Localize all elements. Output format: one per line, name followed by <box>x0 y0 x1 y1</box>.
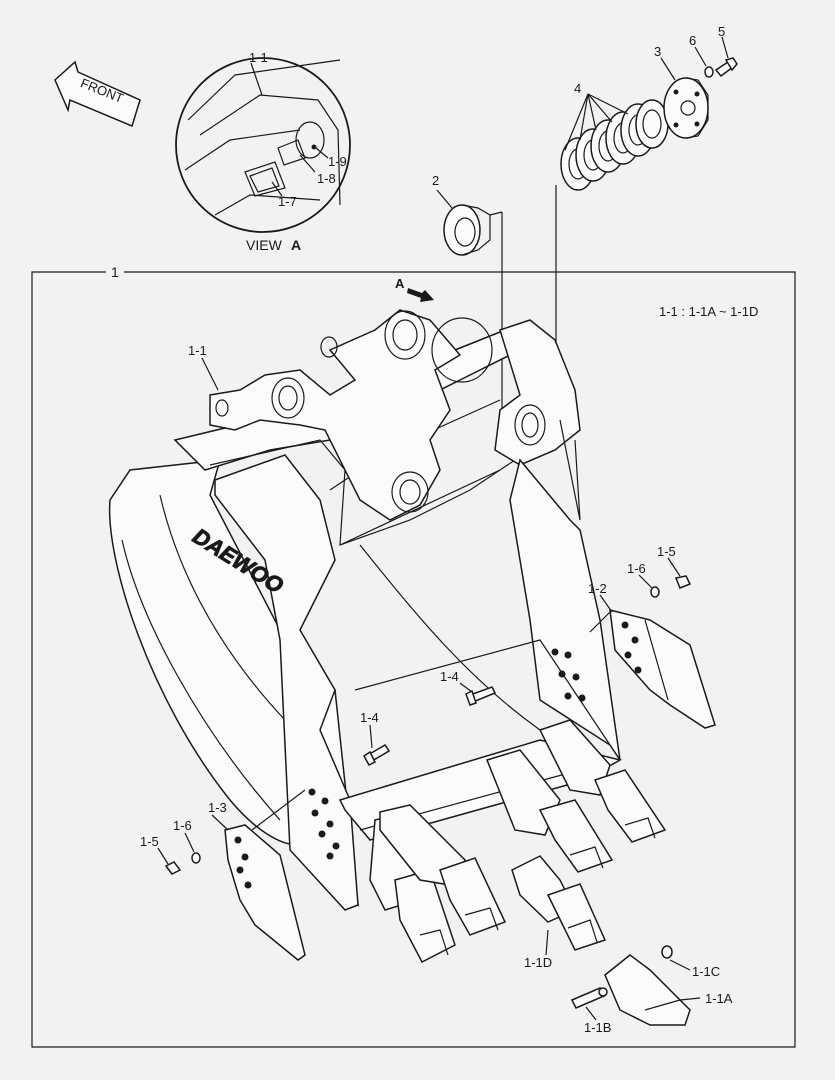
label-1-2-right: 1-2 <box>588 581 607 596</box>
bolt-1-4-left <box>363 724 391 766</box>
side-cutter-left <box>224 824 306 961</box>
part-4-shims <box>555 93 669 415</box>
assembly-frame <box>31 271 796 1048</box>
label-1-4-center: 1-4 <box>440 669 459 684</box>
label-1-1-bucket: 1-1 <box>188 343 207 358</box>
label-1-1C: 1-1C <box>692 964 720 979</box>
bolt-1-5-left <box>157 814 229 875</box>
label-1-6-right: 1-6 <box>627 561 646 576</box>
bolt-1-5-right <box>599 557 692 613</box>
label-1-5-left: 1-5 <box>140 834 159 849</box>
view-a-marker-circle <box>431 317 493 383</box>
frame-number: 1 <box>111 264 119 280</box>
inset-label-1-8: 1-8 <box>317 171 336 186</box>
inset-label-1-7: 1-7 <box>278 194 297 209</box>
label-1-4-left: 1-4 <box>360 710 379 725</box>
label-1-1D: 1-1D <box>524 955 552 970</box>
view-a-arrow-letter: A <box>395 276 405 291</box>
leader-1-2 <box>589 611 611 633</box>
label-5-top: 5 <box>718 24 725 39</box>
bucket-teeth <box>369 719 691 1026</box>
view-a-inset <box>175 57 351 233</box>
label-1-1A: 1-1A <box>705 991 733 1006</box>
label-1-6-left: 1-6 <box>173 818 192 833</box>
view-a-title: VIEW <box>246 237 283 253</box>
part-2-pin-cap <box>436 189 503 440</box>
front-arrow: FRONT <box>54 60 141 128</box>
part-3-plate <box>660 57 709 139</box>
leader-1-3 <box>251 789 306 831</box>
view-a-letter: A <box>291 237 301 253</box>
part-5-bolt-top <box>714 36 738 78</box>
leader-1-1 <box>201 357 219 391</box>
leader-1-1A <box>679 997 701 1001</box>
inset-label-1-9: 1-9 <box>328 154 347 169</box>
inset-label-1-1: 1-1 <box>249 50 268 65</box>
kit-note: 1-1 : 1-1A ~ 1-1D <box>659 304 758 319</box>
label-6-top: 6 <box>689 33 696 48</box>
label-1-3-left: 1-3 <box>208 800 227 815</box>
leader-1-1B <box>585 1006 597 1021</box>
bolt-1-4-center <box>459 682 497 706</box>
label-1-1B: 1-1B <box>584 1020 611 1035</box>
label-2: 2 <box>432 173 439 188</box>
leader-1-1C <box>669 959 691 971</box>
label-4: 4 <box>574 81 581 96</box>
leader-1-1D <box>545 929 549 956</box>
label-3: 3 <box>654 44 661 59</box>
part-6-washer-top <box>694 46 714 78</box>
side-cutter-right <box>609 609 716 729</box>
view-a-arrow <box>407 288 434 302</box>
label-1-5-right: 1-5 <box>657 544 676 559</box>
